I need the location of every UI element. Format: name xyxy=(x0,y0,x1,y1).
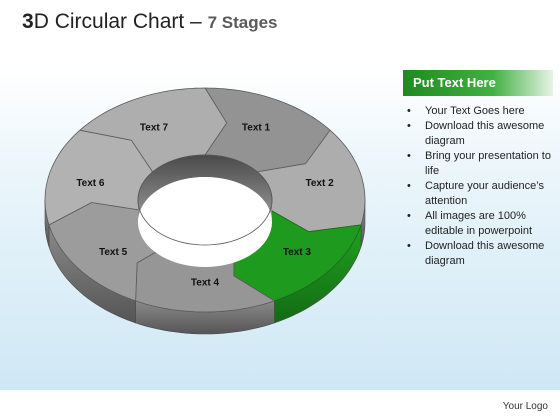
inner-rim xyxy=(137,154,273,246)
title-main: D Circular Chart xyxy=(33,10,185,33)
bullet-item-2: Download this awesome diagram xyxy=(403,119,553,149)
bullet-item-6: Download this awesome diagram xyxy=(403,239,553,269)
panel-header: Put Text Here xyxy=(403,70,553,96)
title-subtitle: 7 Stages xyxy=(207,13,278,32)
ring-labels: Text 1 Text 2 Text 3 Text 4 Text 5 Text 6 Text… xyxy=(76,123,334,289)
stage-label-5: Text 5 xyxy=(99,247,128,258)
footer-bar xyxy=(0,390,560,420)
stage-label-1: Text 1 xyxy=(242,123,271,134)
bullet-list: Your Text Goes here Download this awesom… xyxy=(403,104,553,269)
inner-hole xyxy=(138,177,272,267)
stage-label-3: Text 3 xyxy=(283,247,312,258)
title-separator: – xyxy=(184,10,208,33)
title-digit: 3 xyxy=(22,10,34,33)
stage-label-6: Text 6 xyxy=(76,178,105,189)
circular-stage-diagram: Text 1 Text 2 Text 3 Text 4 Text 5 Text 6 Text… xyxy=(44,87,366,335)
text-panel: Put Text Here Your Text Goes here Downlo… xyxy=(403,70,553,269)
stage-label-4: Text 4 xyxy=(191,278,220,289)
inner-wall xyxy=(138,155,272,222)
ring-inner-wall xyxy=(137,154,273,267)
bullet-item-1: Your Text Goes here xyxy=(403,104,553,119)
page-title: 3D Circular Chart – 7 Stages xyxy=(22,10,278,34)
stage-label-2: Text 2 xyxy=(306,178,335,189)
logo-text: Your Logo xyxy=(502,401,548,412)
bullet-item-4: Capture your audience’s attention xyxy=(403,179,553,209)
bullet-item-3: Bring your presentation to life xyxy=(403,149,553,179)
bullet-item-5: All images are 100% editable in powerpoi… xyxy=(403,209,553,239)
stage-label-7: Text 7 xyxy=(140,123,169,134)
